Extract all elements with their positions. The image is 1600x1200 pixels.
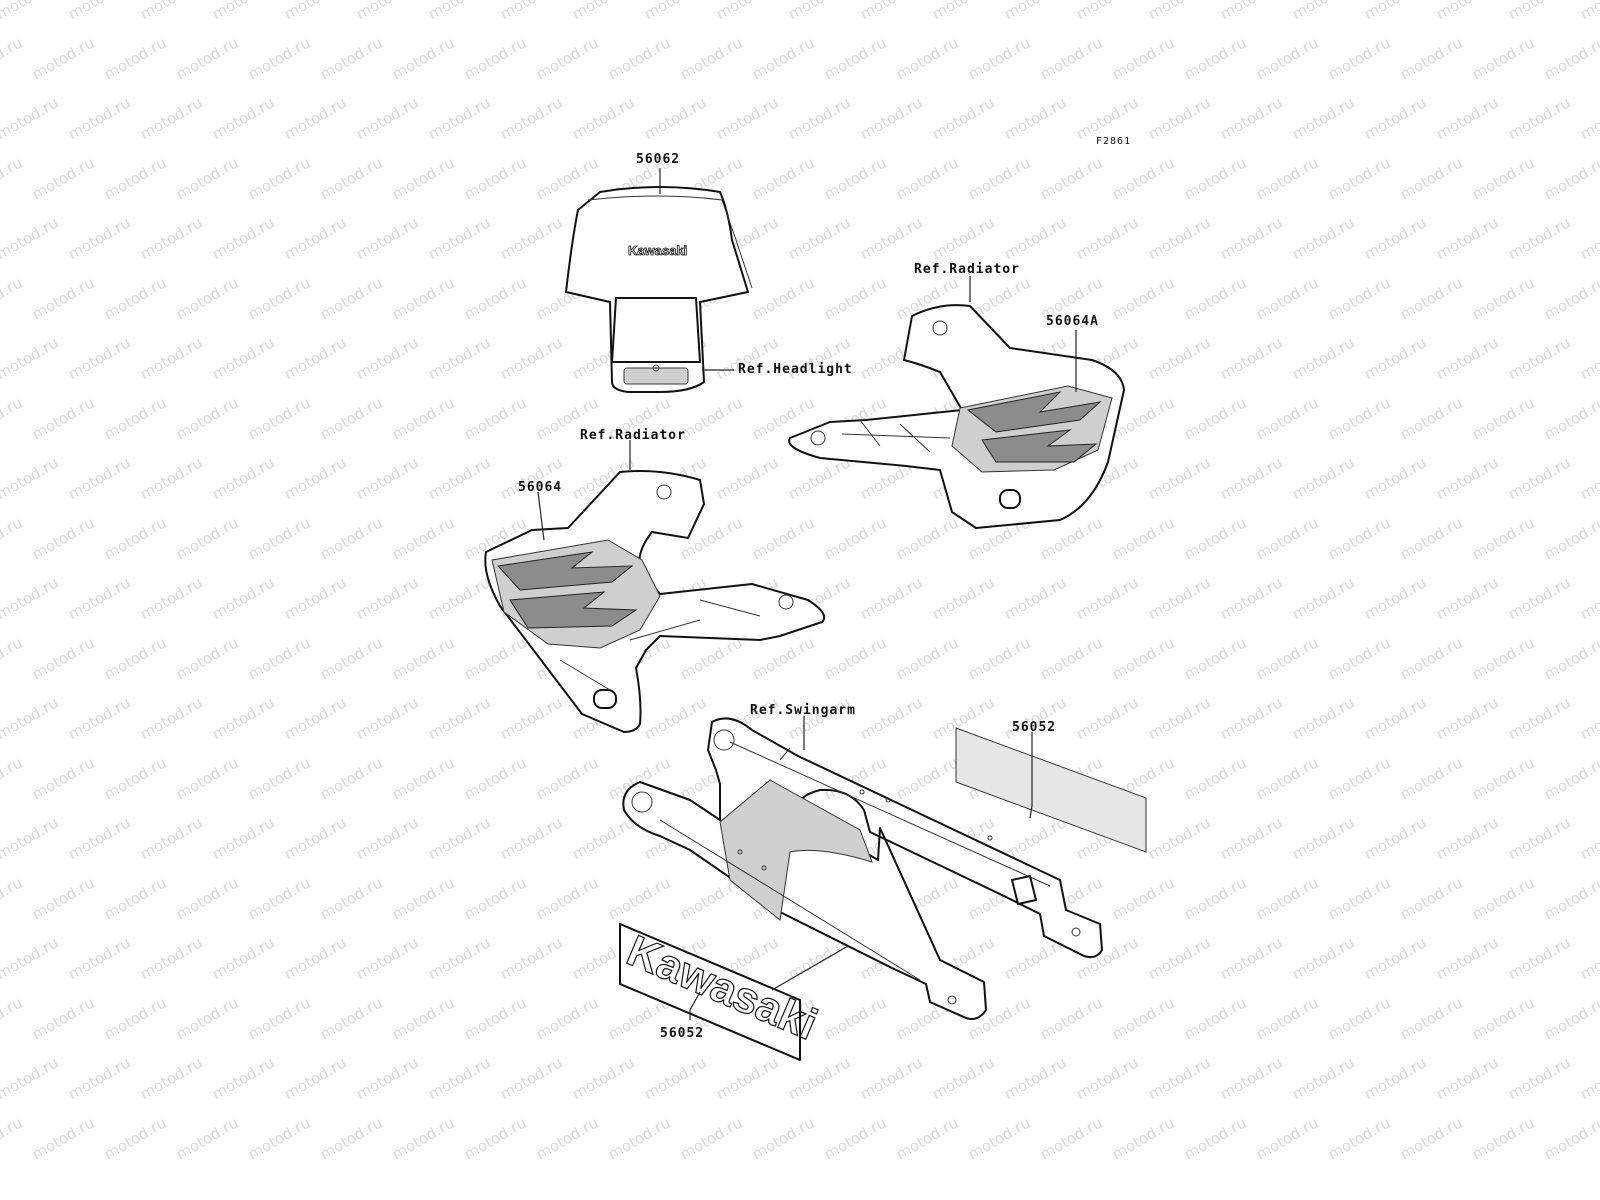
callout-56062: 56062 [636,152,681,167]
callout-ref-swingarm: Ref.Swingarm [750,703,856,718]
diagram-id: F2861 [1096,136,1132,147]
callout-ref-radiator-right: Ref.Radiator [914,262,1020,277]
callout-56052-left: 56052 [660,1026,705,1041]
kawasaki-decal: Kawasaki [619,923,824,1061]
headlight-cover: Kawasaki [565,186,753,393]
swingarm-decal-sheet [955,727,1147,853]
radiator-shroud-right [788,304,1125,529]
radiator-shroud-left [484,470,826,733]
callout-56052-right: 56052 [1012,720,1057,735]
callout-56064: 56064 [518,480,563,495]
callout-ref-radiator-left: Ref.Radiator [580,428,686,443]
leader-lines [537,168,1077,1020]
callout-56064a: 56064A [1046,314,1099,329]
swingarm [622,717,1103,1020]
headlight-logo: Kawasaki [628,243,687,258]
callout-ref-headlight: Ref.Headlight [738,362,853,377]
